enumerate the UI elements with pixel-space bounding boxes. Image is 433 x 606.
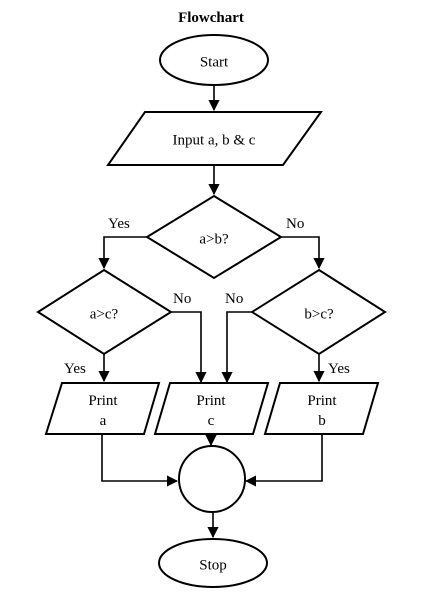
edge-bc-no (221, 311, 252, 384)
decision-ac-label: a>c? (90, 306, 119, 322)
edge-label-ab-no: No (286, 216, 304, 232)
edge-ab-yes (98, 236, 147, 270)
print-c-node (153, 382, 270, 435)
print-c-line1: Print (196, 393, 226, 409)
input-node (106, 111, 323, 166)
print-a-node (44, 382, 161, 435)
edge-label-bc-yes: Yes (328, 361, 350, 377)
edge-print-a-connector (101, 434, 179, 487)
print-c-line2: c (208, 413, 215, 429)
edge-ab-no (281, 236, 325, 270)
print-a-line1: Print (88, 393, 118, 409)
start-label: Start (200, 54, 229, 70)
print-b-node (263, 382, 380, 435)
edge-label-ab-yes: Yes (108, 216, 130, 232)
decision-ab-label: a>b? (199, 231, 229, 247)
stop-node (158, 538, 268, 588)
edge-label-ac-yes: Yes (64, 361, 86, 377)
decision-ab-node (145, 194, 283, 280)
print-a-line2: a (100, 413, 107, 429)
decision-bc-label: b>c? (304, 306, 334, 322)
edge-label-bc-no: No (225, 291, 243, 307)
edge-print-b-connector (244, 434, 323, 487)
print-b-line1: Print (307, 393, 337, 409)
connector-node (178, 445, 246, 513)
edge-label-ac-no: No (173, 291, 191, 307)
edge-ac-no (171, 311, 207, 384)
stop-label: Stop (199, 557, 227, 573)
print-b-line2: b (318, 413, 326, 429)
diagram-title: Flowchart (178, 10, 244, 26)
input-label: Input a, b & c (173, 132, 256, 148)
